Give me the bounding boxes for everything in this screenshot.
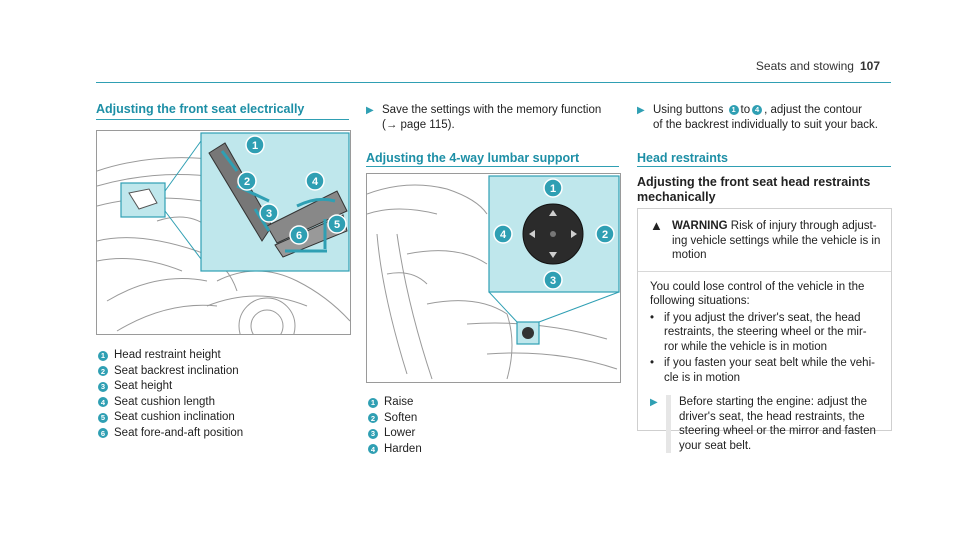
list-item: 1 Head restraint height	[98, 348, 243, 364]
running-header: Seats and stowing 107	[756, 59, 880, 73]
step-arrow-icon: ▶	[650, 397, 658, 408]
inline-number: 4	[752, 105, 763, 116]
step-text: , adjust the contour	[764, 104, 862, 116]
legend-number: 3	[98, 381, 108, 392]
step-line: Save the settings with the memory functi…	[382, 104, 602, 116]
seat-figure: 1 2 3 4 5 6	[96, 130, 351, 335]
subtitle-line: Adjusting the front seat head restraints	[637, 175, 871, 189]
header-section: Seats and stowing	[755, 59, 854, 73]
bullet-text: cle is in motion	[664, 371, 741, 384]
list-item: 2 Soften	[368, 411, 422, 427]
section-rule-head-restraints	[637, 166, 891, 167]
warning-step: ▶ Before starting the engine: adjust the…	[650, 395, 881, 453]
list-item: 4 Seat cushion length	[98, 395, 243, 411]
legend-text: Soften	[384, 411, 418, 424]
bullet-icon: •	[650, 357, 655, 369]
seat-legend: 1 Head restraint height 2 Seat backrest in…	[98, 348, 243, 441]
subtitle-line: mechanically	[637, 190, 716, 204]
legend-text: Raise	[384, 396, 414, 408]
list-item: 4 Harden	[368, 442, 422, 458]
warning-label: WARNING	[672, 220, 728, 232]
legend-text: Harden	[384, 442, 422, 455]
legend-number: 2	[368, 413, 378, 424]
bullet-text: if you adjust the driver's seat, the hea…	[664, 311, 861, 324]
warning-text: ing vehicle settings while the vehicle i…	[672, 234, 881, 247]
step-arrow-icon: ▶	[366, 105, 374, 116]
subsection-title: Adjusting the front seat head restraints…	[637, 175, 891, 205]
callout-6: 6	[296, 230, 302, 242]
lumbar-control-illustration: 1 2 3 4	[367, 175, 620, 380]
legend-number: 6	[98, 428, 108, 439]
legend-number: 3	[368, 428, 378, 439]
callout-4: 4	[312, 176, 319, 188]
warning-body: You could lose control of the vehicle in…	[638, 270, 891, 464]
callout-2: 2	[244, 176, 250, 188]
section-rule-seat	[96, 119, 349, 120]
warning-text: motion	[672, 249, 707, 261]
step-bar	[666, 395, 671, 453]
lumbar-legend: 1 Raise 2 Soften 3 Lower 4 Harden	[368, 395, 422, 457]
callout-3: 3	[266, 208, 272, 220]
legend-number: 4	[98, 397, 108, 408]
step-text: to	[740, 104, 751, 116]
warning-box: ▲ WARNING Risk of injury through adjust-…	[637, 208, 892, 453]
bullet-text: if you fasten your seat belt while the v…	[664, 357, 875, 369]
callout-1: 1	[550, 183, 556, 195]
step-line: steering wheel or the mirror and fasten	[679, 425, 876, 437]
callout-5: 5	[334, 219, 340, 231]
memory-step: ▶ Save the settings with the memory func…	[366, 103, 616, 132]
legend-number: 4	[368, 444, 378, 455]
legend-text: Head restraint height	[114, 349, 221, 361]
list-item: 5 Seat cushion inclination	[98, 410, 243, 426]
legend-text: Seat backrest inclination	[114, 364, 239, 377]
list-item: • if you adjust the driver's seat, the h…	[650, 311, 881, 355]
legend-text: Seat cushion inclination	[114, 411, 235, 423]
list-item: 6 Seat fore-and-aft position	[98, 426, 243, 442]
callout-2: 2	[602, 229, 608, 241]
callout-3: 3	[550, 275, 556, 287]
step-text: Using buttons	[653, 104, 724, 116]
legend-text: Seat fore-and-aft position	[114, 426, 244, 439]
step-line: your seat belt.	[679, 439, 752, 452]
bullet-text: restraints, the steering wheel or the mi…	[664, 326, 867, 338]
callout-1: 1	[252, 140, 258, 152]
section-title-head-restraints: Head restraints	[637, 151, 729, 165]
legend-text: Seat cushion length	[114, 395, 216, 408]
legend-text: Lower	[384, 427, 416, 439]
section-rule-lumbar	[366, 166, 619, 167]
warning-text: Risk of injury through adjust-	[730, 220, 877, 232]
legend-number: 2	[98, 366, 108, 377]
list-item: 3 Lower	[368, 426, 422, 442]
list-item: 1 Raise	[368, 395, 422, 411]
seat-control-illustration: 1 2 3 4 5 6	[97, 132, 350, 334]
legend-number: 1	[98, 350, 108, 361]
step-arrow-icon: ▶	[637, 105, 645, 116]
section-title-seat: Adjusting the front seat electrically	[96, 102, 305, 116]
bullet-text: ror while the vehicle is in motion	[664, 340, 827, 353]
warning-body-text: following situations:	[650, 295, 750, 307]
header-rule	[96, 82, 891, 83]
section-title-lumbar: Adjusting the 4-way lumbar support	[366, 151, 580, 165]
callout-4: 4	[500, 229, 507, 241]
lumbar-figure: 1 2 3 4	[366, 173, 621, 383]
list-item: 3 Seat height	[98, 379, 243, 395]
step-line: Before starting the engine: adjust the	[679, 396, 867, 408]
legend-text: Seat height	[114, 380, 173, 392]
step-line: (→ page 115).	[382, 118, 455, 131]
list-item: • if you fasten your seat belt while the…	[650, 356, 881, 385]
warning-body-text: You could lose control of the vehicle in…	[650, 280, 865, 293]
warning-header: ▲ WARNING Risk of injury through adjust-…	[638, 209, 891, 271]
page-number: 107	[859, 59, 880, 73]
inline-number: 1	[728, 105, 739, 116]
warning-triangle-icon: ▲	[650, 218, 663, 233]
step-line: of the backrest individually to suit you…	[653, 118, 879, 131]
list-item: 2 Seat backrest inclination	[98, 364, 243, 380]
step-line: driver's seat, the head restraints, the	[679, 410, 865, 423]
bullet-icon: •	[650, 311, 655, 324]
legend-number: 5	[98, 412, 108, 423]
legend-number: 1	[368, 397, 378, 408]
